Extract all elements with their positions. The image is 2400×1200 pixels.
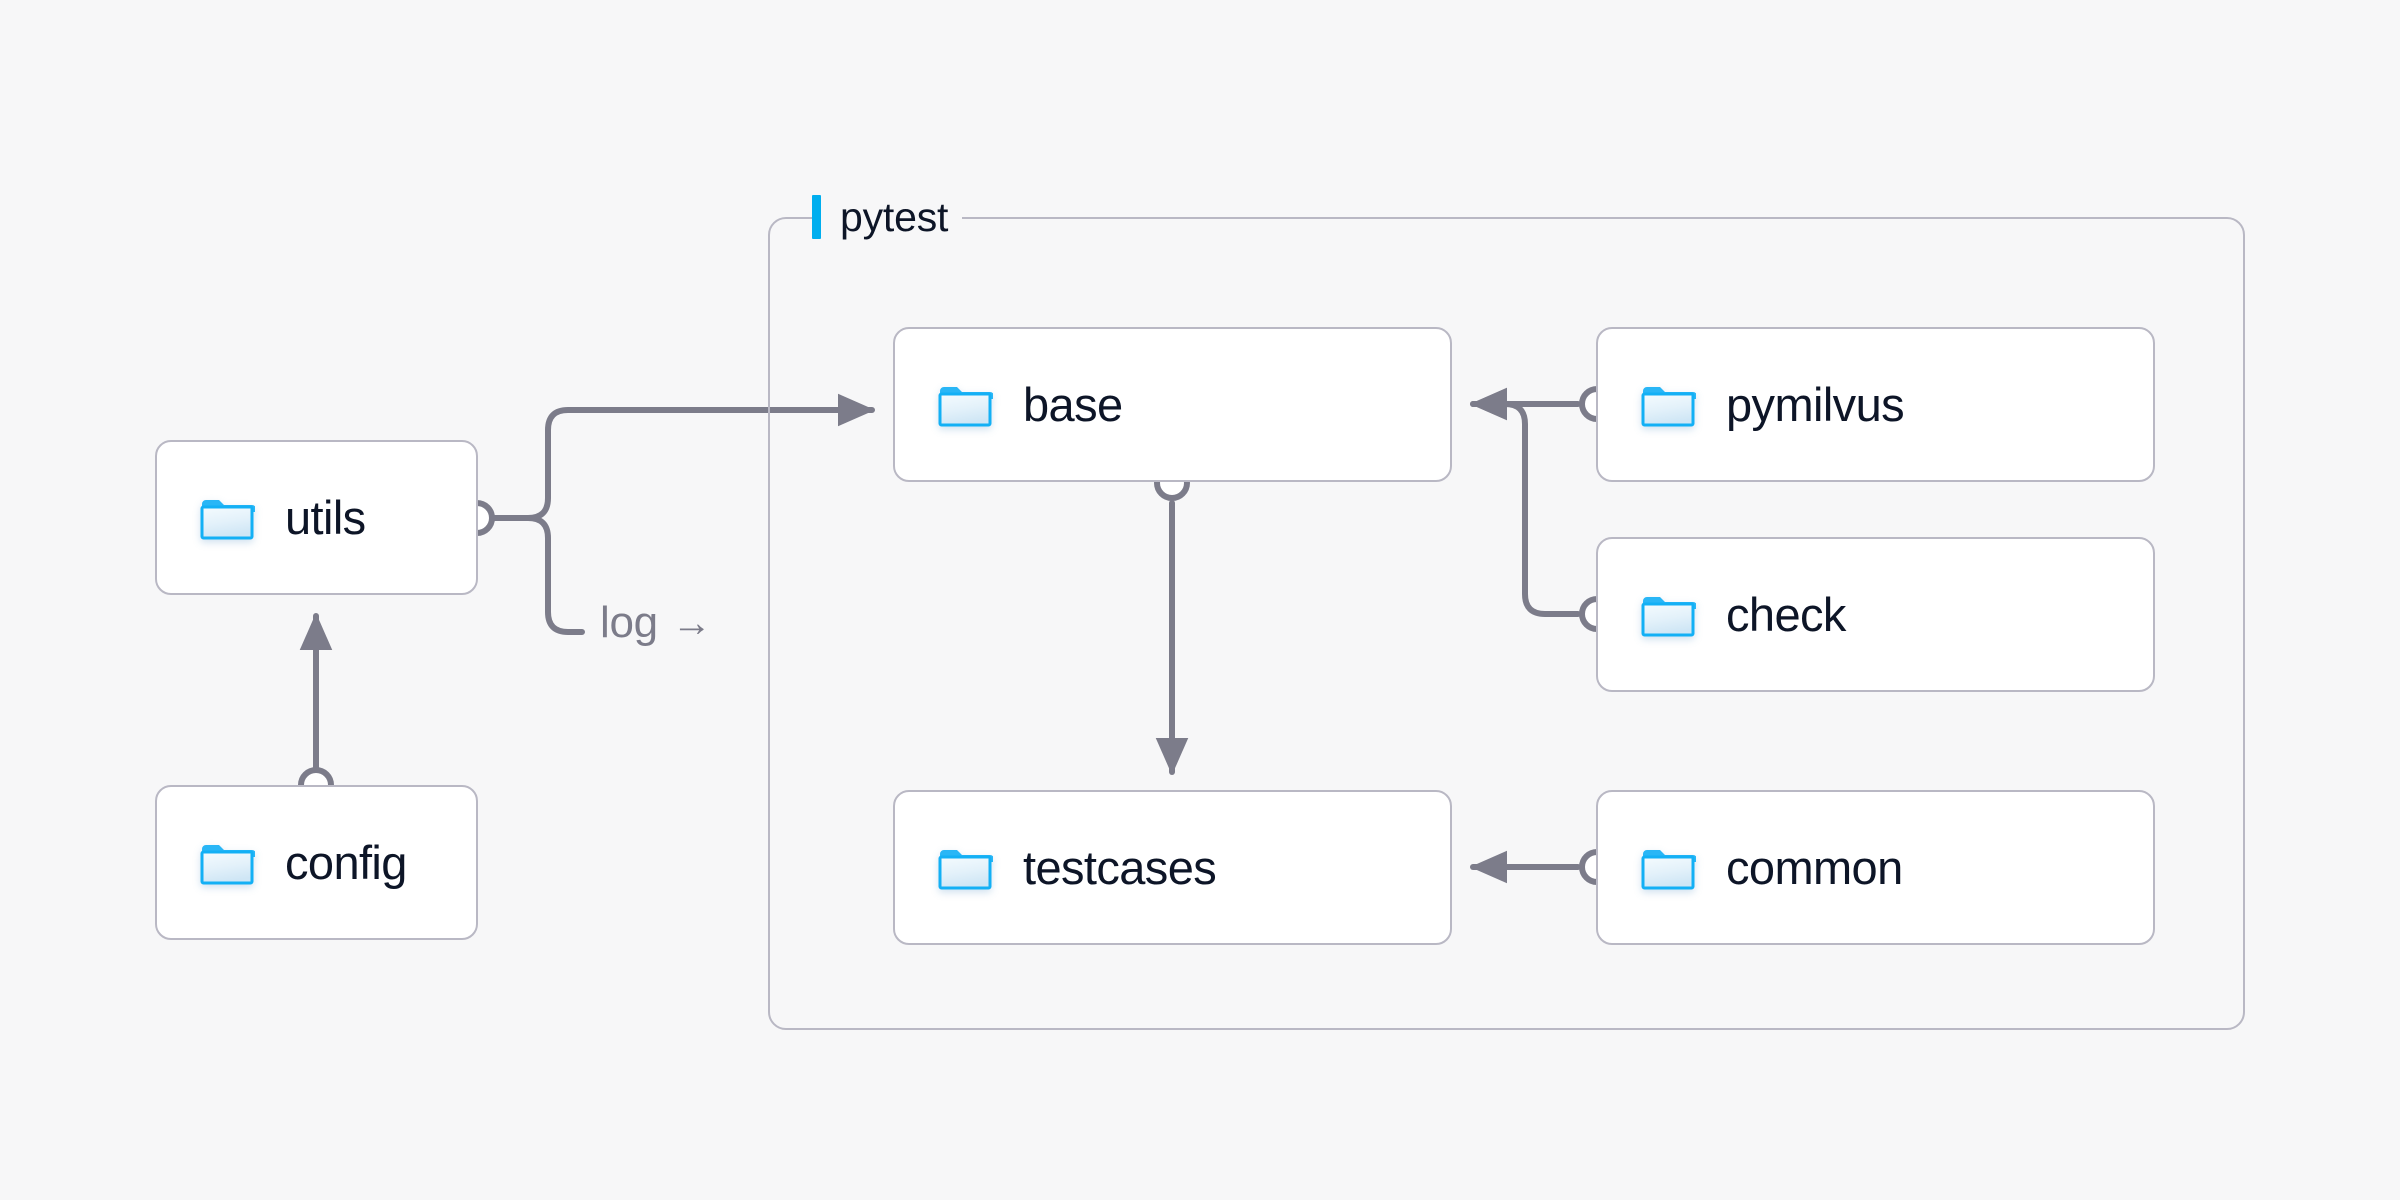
node-common[interactable]: common [1596,790,2155,945]
node-label: utils [285,491,366,544]
node-testcases[interactable]: testcases [893,790,1452,945]
arrow-right-icon: → [671,601,712,645]
folder-icon [1641,849,1696,889]
node-label: pymilvus [1726,378,1905,431]
node-label: base [1023,378,1123,431]
folder-icon [938,849,993,889]
folder-icon [1641,596,1696,636]
edge-label-text: log [600,598,658,647]
group-title-text: pytest [840,194,949,240]
node-label: common [1726,841,1903,894]
node-utils[interactable]: utils [155,440,478,595]
node-base[interactable]: base [893,327,1452,482]
node-label: testcases [1023,841,1217,894]
group-label-pytest: pytest [812,190,963,244]
node-pymilvus[interactable]: pymilvus [1596,327,2155,482]
node-config[interactable]: config [155,785,478,940]
vertical-bar-accent-icon [812,195,821,239]
node-label: check [1726,588,1846,641]
group-container-pytest[interactable] [768,217,2245,1030]
edge-check-to-base [1470,387,1581,617]
folder-icon [200,844,255,884]
folder-icon [200,499,255,539]
edge-utils-to-log [489,515,585,635]
folder-icon [938,386,993,426]
node-label: config [285,836,407,889]
edge-label-log: log → [600,598,712,648]
folder-icon [1641,386,1696,426]
node-check[interactable]: check [1596,537,2155,692]
